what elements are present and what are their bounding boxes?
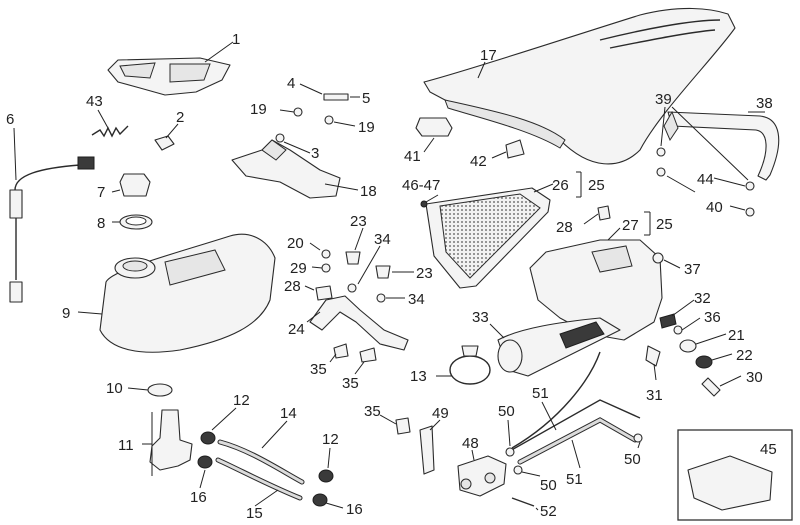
parts-41-42-bumpers <box>415 117 525 159</box>
callout-26: 26 <box>552 177 569 194</box>
callout-25-b: 25 <box>656 216 673 233</box>
callout-45: 45 <box>760 441 777 458</box>
part-9-fuel-tank <box>77 233 276 353</box>
callout-28-a: 28 <box>284 278 301 295</box>
callout-19-b: 19 <box>358 119 375 136</box>
callout-16-b: 16 <box>346 501 363 518</box>
callout-6: 6 <box>6 111 14 128</box>
callout-19-a: 19 <box>250 101 267 118</box>
callout-10: 10 <box>106 380 123 397</box>
part-8-o-ring <box>112 214 153 230</box>
callout-48: 48 <box>462 435 479 452</box>
callout-46-47: 46-47 <box>402 177 440 194</box>
callout-13: 13 <box>410 368 427 385</box>
part-18-bracket <box>231 83 360 199</box>
callout-4: 4 <box>287 75 295 92</box>
part-7-pump-cap <box>111 173 151 197</box>
callout-17: 17 <box>480 47 497 64</box>
callout-8: 8 <box>97 215 105 232</box>
callout-34-b: 34 <box>408 291 425 308</box>
callout-36: 36 <box>704 309 721 326</box>
callout-9: 9 <box>62 305 70 322</box>
callout-28-b: 28 <box>556 219 573 236</box>
callout-35-a: 35 <box>310 361 327 378</box>
callout-11: 11 <box>118 437 134 454</box>
callout-5: 5 <box>362 90 370 107</box>
callout-50-b: 50 <box>540 477 557 494</box>
callout-38: 38 <box>756 95 773 112</box>
callout-24: 24 <box>288 321 305 338</box>
callout-35-c: 35 <box>364 403 381 420</box>
callout-27: 27 <box>622 217 639 234</box>
part-38-grab-handle <box>656 106 780 217</box>
callout-22: 22 <box>736 347 753 364</box>
part-2-clip <box>154 123 179 151</box>
callout-3: 3 <box>311 145 319 162</box>
part-26-air-filter <box>420 171 582 289</box>
callout-23-a: 23 <box>350 213 367 230</box>
callout-39: 39 <box>655 91 672 108</box>
part-27-airbox <box>529 205 742 397</box>
callout-2: 2 <box>176 109 184 126</box>
part-13-clamp <box>436 345 491 385</box>
callout-25-a: 25 <box>588 177 605 194</box>
part-48-valve <box>379 414 539 511</box>
callout-23-b: 23 <box>416 265 433 282</box>
callout-52: 52 <box>540 503 557 520</box>
callout-42: 42 <box>470 153 487 170</box>
callout-44: 44 <box>697 171 714 188</box>
part-11-petcock <box>127 383 193 476</box>
callout-41: 41 <box>404 148 421 165</box>
callout-50-c: 50 <box>624 451 641 468</box>
part-1-tank-cover <box>107 41 234 96</box>
callout-31: 31 <box>646 387 663 404</box>
callout-43: 43 <box>86 93 103 110</box>
callout-18: 18 <box>360 183 377 200</box>
callout-15: 15 <box>246 505 263 522</box>
callout-51-a: 51 <box>532 385 549 402</box>
callout-16-a: 16 <box>190 489 207 506</box>
callout-32: 32 <box>694 290 711 307</box>
part-6-sensor-wire <box>9 127 95 303</box>
callout-20: 20 <box>287 235 304 252</box>
callout-33: 33 <box>472 309 489 326</box>
callout-30: 30 <box>746 369 763 386</box>
callout-12-b: 12 <box>322 431 339 448</box>
callout-35-b: 35 <box>342 375 359 392</box>
callout-21: 21 <box>728 327 745 344</box>
callout-12-a: 12 <box>233 392 250 409</box>
callout-1: 1 <box>232 31 240 48</box>
callout-49: 49 <box>432 405 449 422</box>
part-43-spring <box>91 109 129 138</box>
part-17-seat <box>423 7 736 165</box>
part-33-intake-duct <box>489 317 621 377</box>
parts-51-breather-tubes <box>505 351 643 477</box>
callout-34-a: 34 <box>374 231 391 248</box>
callout-14: 14 <box>280 405 297 422</box>
hoses-and-clamps <box>197 407 344 509</box>
callout-51-b: 51 <box>566 471 583 488</box>
callout-37: 37 <box>684 261 701 278</box>
callout-labels: 1 2 3 4 5 6 7 8 9 10 11 12 12 13 14 15 1… <box>6 31 777 522</box>
callout-40: 40 <box>706 199 723 216</box>
callout-29: 29 <box>290 260 307 277</box>
part-24-lower-bracket <box>304 227 414 375</box>
callout-7: 7 <box>97 184 105 201</box>
callout-50-a: 50 <box>498 403 515 420</box>
part-45-inset-box <box>677 429 793 521</box>
